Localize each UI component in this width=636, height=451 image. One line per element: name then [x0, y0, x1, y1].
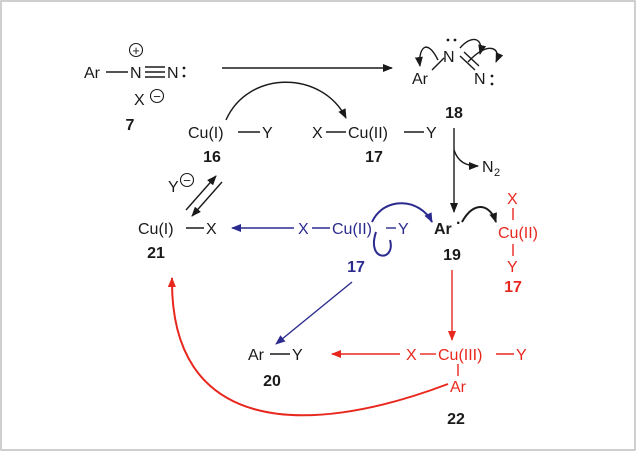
cu2-red-cu: Cu(II)	[498, 225, 538, 242]
n2-label: N	[482, 159, 494, 176]
compound-label-18: 18	[445, 105, 463, 122]
compound-label-17-red: 17	[504, 279, 522, 296]
aryl-radical-ar: Ar	[434, 221, 452, 238]
n2-loss-arrow	[453, 149, 479, 170]
arrow-22-to-21	[167, 277, 449, 417]
cu2-top-cu: Cu(II)	[348, 125, 388, 142]
cupric-salt-17-blue: X Cu(II) Y 17	[298, 202, 433, 276]
cu1x-x: X	[206, 221, 217, 238]
fishhook-arrow-icon	[461, 206, 497, 223]
y-anion: Y −	[168, 172, 195, 196]
product-y: Y	[292, 347, 303, 364]
radical-n: N	[443, 49, 455, 66]
compound-label-22: 22	[447, 411, 465, 428]
radical-n-terminal: N	[474, 71, 486, 88]
diazonium-n-terminal: N	[167, 65, 179, 82]
nitrogen-gas: N 2	[482, 159, 500, 179]
radical-pair-18: Ar N N 18	[412, 38, 504, 122]
fishhook-arrow-icon	[371, 202, 433, 223]
cu3-ar: Ar	[450, 379, 467, 396]
diazonium-salt: Ar N + N X − 7	[84, 42, 186, 134]
fishhook-arrow-icon	[459, 38, 487, 55]
cu1y-y: Y	[262, 125, 273, 142]
minus-charge-icon	[149, 88, 165, 104]
cu2-blue-cu: Cu(II)	[332, 221, 372, 238]
cu1x-cu: Cu(I)	[138, 221, 174, 238]
compound-label-7: 7	[126, 117, 135, 134]
cuprous-salt-21: Cu(I) X 21	[138, 221, 217, 262]
diazonium-counterion: X	[134, 92, 145, 109]
cuprous-salt-16: Cu(I) Y 16	[188, 125, 273, 166]
cu2-top-x: X	[312, 125, 323, 142]
compound-label-17-blue: 17	[347, 259, 365, 276]
plus-charge-icon	[128, 42, 144, 58]
cu3-y: Y	[516, 347, 527, 364]
cu1y-cu: Cu(I)	[188, 125, 224, 142]
arrow-16-to-17	[225, 81, 347, 121]
cu2-blue-y: Y	[398, 221, 409, 238]
compound-label-21: 21	[147, 245, 165, 262]
fishhook-arrow-icon	[414, 46, 439, 67]
y-anion-label: Y	[168, 179, 179, 196]
diazonium-n: N	[130, 65, 142, 82]
compound-label-19: 19	[443, 247, 461, 264]
n2-subscript: 2	[494, 167, 500, 179]
fishhook-arrow-icon	[467, 47, 504, 63]
cu2-red-x: X	[507, 191, 518, 208]
aryl-radical-19: Ar · 19	[434, 206, 497, 264]
y-anion-minus: −	[183, 173, 191, 188]
diazonium-plus: +	[132, 43, 140, 58]
diazonium-minus: −	[153, 89, 161, 104]
arrow-17-to-20	[275, 281, 353, 345]
cupric-salt-17-red: X Cu(II) Y 17	[498, 191, 538, 296]
cu3-x: X	[406, 347, 417, 364]
cu3-cu: Cu(III)	[438, 347, 482, 364]
lone-pair-icon	[182, 66, 186, 70]
cupric-salt-17-top: X Cu(II) Y 17	[312, 125, 437, 166]
cu2-top-y: Y	[426, 125, 437, 142]
compound-label-20: 20	[263, 373, 281, 390]
fishhook-arrow-icon	[373, 231, 392, 257]
compound-label-17-top: 17	[365, 149, 383, 166]
minus-charge-icon	[179, 172, 195, 188]
product-ar: Ar	[248, 347, 265, 364]
product-20: Ar Y 20	[248, 347, 303, 390]
compound-label-16: 16	[203, 149, 221, 166]
cu2-red-y: Y	[507, 259, 518, 276]
cu-iii-species-22: X Cu(III) Y Ar 22	[406, 347, 527, 428]
diazonium-ar: Ar	[84, 65, 101, 82]
radical-ar: Ar	[412, 71, 429, 88]
aryl-radical-dot: ·	[456, 215, 461, 232]
equilibrium-arrows	[185, 175, 223, 217]
cu2-blue-x: X	[298, 221, 309, 238]
